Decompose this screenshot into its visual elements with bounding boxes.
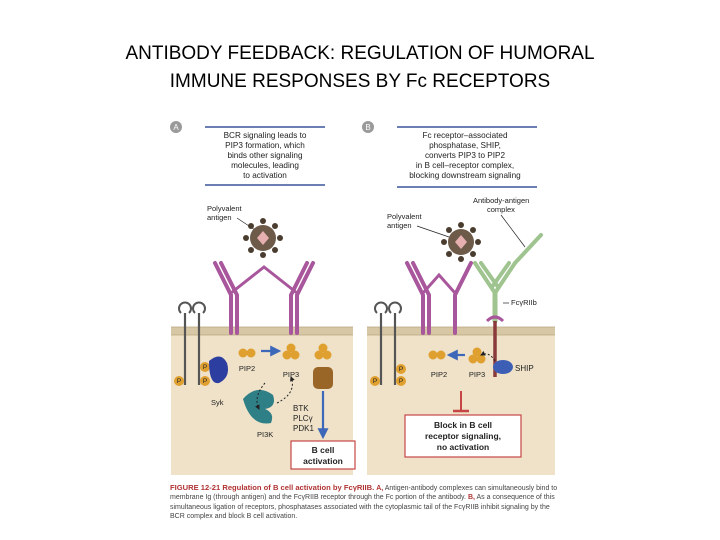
syk-kinase: Syk <box>209 356 228 407</box>
downstream-effectors: BTK PLCγ PDK1 <box>293 367 333 433</box>
ig-alpha-beta-b <box>374 301 402 385</box>
panel-a-letter: A <box>173 123 179 132</box>
ship-phosphatase: SHIP <box>493 360 534 374</box>
pip3-label-a: PIP3 <box>283 370 299 379</box>
pip-lipids-b: PIP2 PIP3 <box>428 347 486 379</box>
title-line-1: ANTIBODY FEEDBACK: REGULATION OF HUMORAL <box>125 43 595 64</box>
panel-a-antigen-label: Polyvalent antigen <box>207 204 243 222</box>
panel-a: A BCR signaling leads to PIP3 formation,… <box>170 121 356 475</box>
activation-line-2: activation <box>303 456 343 466</box>
panel-b-antigen-label-line-2: antigen <box>387 221 412 230</box>
fcr-label: FcγRIIb <box>511 298 537 307</box>
panel-b-letter: B <box>365 123 370 132</box>
panel-a-callout-line-3: binds other signaling <box>227 151 303 160</box>
plc-label: PLCγ <box>293 414 313 423</box>
polyvalent-antigen-a <box>243 218 283 258</box>
caption-head: FIGURE 12-21 Regulation of B cell activa… <box>170 483 375 492</box>
panel-a-callout: BCR signaling leads to PIP3 formation, w… <box>224 131 307 180</box>
bcr-complex-a <box>213 261 315 335</box>
pip2-label-b: PIP2 <box>431 370 447 379</box>
phosphates-b: P P P <box>370 364 406 386</box>
panel-a-callout-line-2: PIP3 formation, which <box>225 141 305 150</box>
panel-b-callout-line-3: converts PIP3 to PIP2 <box>425 151 506 160</box>
btk-label: BTK <box>293 404 309 413</box>
panel-b-callout-line-2: phosphatase, SHIP, <box>429 141 501 150</box>
block-line-1: Block in B cell <box>434 420 492 430</box>
caption-b-text: As a consequence of this simultaneous li… <box>170 494 555 520</box>
caption-a-text: Antigen-antibody complexes can simultane… <box>170 485 558 502</box>
panel-a-antigen-label-line-1: Polyvalent <box>207 204 243 213</box>
block-line-2: receptor signaling, <box>425 431 501 441</box>
complex-label-line-2: complex <box>487 205 515 214</box>
panel-b-callout-line-1: Fc receptor–associated <box>422 131 508 140</box>
polyvalent-antigen-b <box>441 222 481 262</box>
panel-b-callout-line-4: in B cell–receptor complex, <box>416 161 514 170</box>
bcr-complex-b <box>405 261 473 335</box>
complex-label-line-1: Antibody-antigen <box>473 196 529 205</box>
ship-label: SHIP <box>515 364 534 373</box>
phosphates-a: P P P <box>174 362 210 386</box>
panel-b-callout-line-5: blocking downstream signaling <box>409 171 521 180</box>
pip3-label-b: PIP3 <box>469 370 485 379</box>
caption-b-marker: B, <box>467 494 475 502</box>
phospho-a-3: P <box>203 378 207 385</box>
block-activation-box: Block in B cell receptor signaling, no a… <box>404 414 522 458</box>
panel-b: B Fc receptor–associated phosphatase, SH… <box>362 121 555 475</box>
figure-caption: FIGURE 12-21 Regulation of B cell activa… <box>170 483 558 521</box>
figure-12-21: A BCR signaling leads to PIP3 formation,… <box>165 115 560 530</box>
figure-diagram: A BCR signaling leads to PIP3 formation,… <box>170 121 555 475</box>
phospho-a-2: P <box>203 364 207 371</box>
pip-lipids-a: PIP2 PIP3 <box>238 343 332 379</box>
panel-a-antigen-label-line-2: antigen <box>207 213 232 222</box>
title-line-2: IMMUNE RESPONSES BY Fc RECEPTORS <box>169 71 551 92</box>
phospho-b-2: P <box>399 366 403 373</box>
activation-line-1: B cell <box>312 445 335 455</box>
panel-a-callout-line-1: BCR signaling leads to <box>224 131 307 140</box>
pdk1-label: PDK1 <box>293 424 314 433</box>
panel-b-antigen-label: Polyvalent antigen <box>387 212 423 230</box>
panel-a-callout-line-4: molecules, leading <box>231 161 299 170</box>
ig-alpha-beta-a <box>178 301 206 385</box>
b-cell-activation-box: B cell activation <box>290 440 356 470</box>
phospho-b-1: P <box>373 378 377 385</box>
panel-b-callout: Fc receptor–associated phosphatase, SHIP… <box>409 131 521 180</box>
membrane-a <box>171 327 353 335</box>
caption-a-marker: A, <box>376 485 384 492</box>
panel-a-callout-line-5: to activation <box>243 171 287 180</box>
panel-b-letter-badge <box>362 121 374 133</box>
panel-a-letter-badge <box>170 121 182 133</box>
antibody-antigen-complex-label: Antibody-antigen complex <box>473 196 529 214</box>
membrane-b <box>367 327 555 335</box>
antibody-green <box>473 233 543 324</box>
syk-label: Syk <box>211 398 224 407</box>
pip2-label-a: PIP2 <box>239 364 255 373</box>
slide-title: ANTIBODY FEEDBACK: REGULATION OF HUMORAL… <box>0 40 720 96</box>
block-line-3: no activation <box>437 442 489 452</box>
phospho-b-3: P <box>399 378 403 385</box>
pi3k-label: PI3K <box>257 430 273 439</box>
phospho-a-1: P <box>177 378 181 385</box>
panel-b-antigen-label-line-1: Polyvalent <box>387 212 423 221</box>
